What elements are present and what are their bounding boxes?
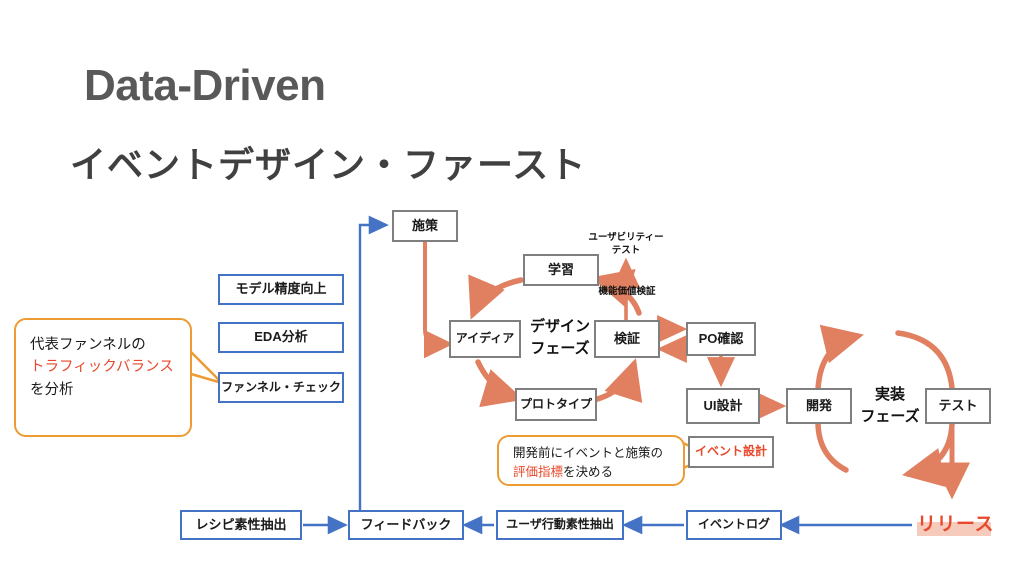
annotation-usability-test: ユーザビリティー テスト	[588, 232, 664, 256]
node-event-log[interactable]: イベントログ	[686, 510, 782, 540]
node-funnel-check[interactable]: ファンネル・チェック	[218, 372, 344, 403]
design-phase-label: デザイン フェーズ	[529, 318, 590, 357]
node-feedback[interactable]: フィードバック	[348, 510, 464, 540]
callout-metric-highlight: 評価指標	[513, 464, 564, 479]
node-develop[interactable]: 開発	[786, 388, 852, 424]
page-title-jp: イベントデザイン・ファースト	[70, 144, 587, 185]
page-title-en: Data-Driven	[84, 61, 326, 110]
node-model-accuracy[interactable]: モデル精度向上	[218, 274, 344, 305]
wire-verify-po	[656, 314, 688, 364]
node-test[interactable]: テスト	[925, 388, 991, 424]
node-policy[interactable]: 施策	[392, 210, 458, 242]
callout-metric-text: 開発前にイベントと施策の評価指標を決める	[513, 444, 673, 482]
node-verify[interactable]: 検証	[594, 320, 660, 358]
node-recipe-features[interactable]: レシピ素性抽出	[180, 510, 302, 540]
callout-metric: 開発前にイベントと施策の評価指標を決める	[497, 435, 685, 486]
callout-funnel-line3: を分析	[30, 381, 74, 398]
node-prototype[interactable]: プロトタイプ	[515, 388, 597, 421]
implementation-phase-label: 実装 フェーズ	[860, 386, 920, 425]
node-eda-analysis[interactable]: EDA分析	[218, 322, 344, 353]
callout-funnel-text: 代表ファンネルのトラフィックバランスを分析	[30, 334, 180, 401]
node-event-design[interactable]: イベント設計	[688, 436, 774, 468]
node-idea[interactable]: アイディア	[449, 320, 521, 358]
callout-funnel-line1: 代表ファンネルの	[30, 337, 146, 353]
callout-metric-line3: を決める	[563, 464, 614, 479]
release-highlight	[917, 522, 991, 536]
wire-feedback-to-policy	[358, 215, 389, 510]
node-learning[interactable]: 学習	[523, 254, 599, 286]
callout-metric-line1: 開発前にイベントと施策の	[513, 446, 664, 460]
annotation-function-value: 機能価値検証	[598, 286, 656, 297]
node-po-check[interactable]: PO確認	[686, 322, 756, 356]
callout-funnel: 代表ファンネルのトラフィックバランスを分析	[14, 318, 192, 437]
node-ui-design[interactable]: UI設計	[686, 388, 760, 424]
wire-policy-to-idea	[423, 242, 454, 359]
release-label: リリース	[917, 514, 995, 535]
callout-funnel-highlight: トラフィックバランス	[30, 359, 174, 376]
node-user-behavior[interactable]: ユーザ行動素性抽出	[496, 510, 624, 540]
